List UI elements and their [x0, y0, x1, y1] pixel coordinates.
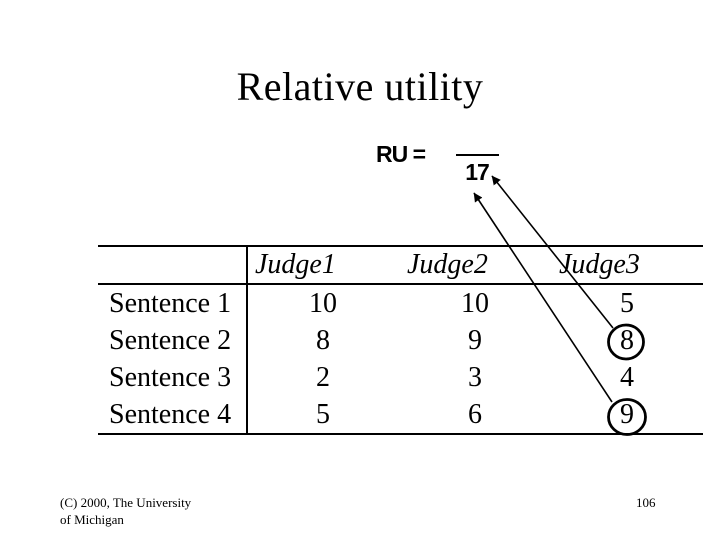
- cell-value: 3: [468, 361, 482, 393]
- header-judge3: Judge3: [559, 249, 640, 280]
- fraction-bar: [456, 154, 499, 156]
- copyright-notice: (C) 2000, The University of Michigan: [60, 494, 191, 528]
- cell-value: 5: [620, 287, 634, 319]
- row-label: Sentence 2: [109, 324, 232, 356]
- cell-value: 10: [309, 287, 337, 319]
- cell-value: 6: [468, 398, 482, 430]
- row-label: Sentence 3: [109, 361, 232, 393]
- cell-value-circled: 9: [620, 398, 634, 430]
- table-row-sentence2: Sentence 2 8 9 8: [98, 322, 703, 359]
- cell-value: 4: [620, 361, 634, 393]
- formula-lhs: RU =: [376, 141, 426, 167]
- header-judge1: Judge1: [255, 249, 336, 280]
- cell-value: 5: [316, 398, 330, 430]
- cell-value: 10: [461, 287, 489, 319]
- judges-scores-table: Judge1 Judge2 Judge3 Sentence 1 10 10 5 …: [98, 245, 703, 435]
- page-number: 106: [636, 495, 656, 510]
- table-header-row: Judge1 Judge2 Judge3: [98, 247, 703, 285]
- cell-value: 2: [316, 361, 330, 393]
- row-label: Sentence 1: [109, 287, 232, 319]
- slide-title: Relative utility: [236, 64, 484, 109]
- table-row-sentence1: Sentence 1 10 10 5: [98, 285, 703, 322]
- table-vertical-divider: [246, 245, 248, 435]
- cell-value-circled: 8: [620, 324, 634, 356]
- header-judge2: Judge2: [407, 249, 488, 280]
- cell-value: 9: [468, 324, 482, 356]
- copyright-line2: of Michigan: [60, 512, 124, 527]
- copyright-line1: (C) 2000, The University: [60, 495, 192, 510]
- table-row-sentence4: Sentence 4 5 6 9: [98, 396, 703, 433]
- cell-value: 8: [316, 324, 330, 356]
- row-label: Sentence 4: [109, 398, 232, 430]
- fraction-denominator: 17: [465, 159, 490, 185]
- table-row-sentence3: Sentence 3 2 3 4: [98, 359, 703, 396]
